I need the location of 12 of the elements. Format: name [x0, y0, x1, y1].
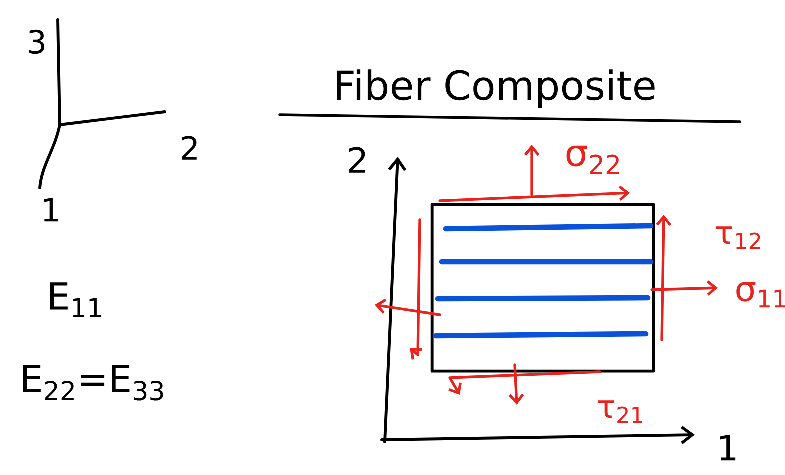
modulus-label: E$_{11}$: [50, 282, 102, 318]
modulus-label: E$_{22}$=E$_{33}$: [23, 365, 164, 401]
axis-label: 1: [44, 198, 58, 222]
axis-label: 2: [182, 136, 197, 160]
title: Fiber Composite: [337, 70, 655, 108]
composite-plate: [430, 203, 656, 373]
stress-label: σ$_{11}$: [736, 282, 785, 308]
stress-label: τ$_{21}$: [598, 400, 642, 424]
axis-label: 1: [720, 435, 736, 461]
axis-label: 3: [29, 30, 44, 54]
stress-label: τ$_{12}$: [716, 226, 760, 250]
axis-label: 2: [349, 147, 366, 173]
